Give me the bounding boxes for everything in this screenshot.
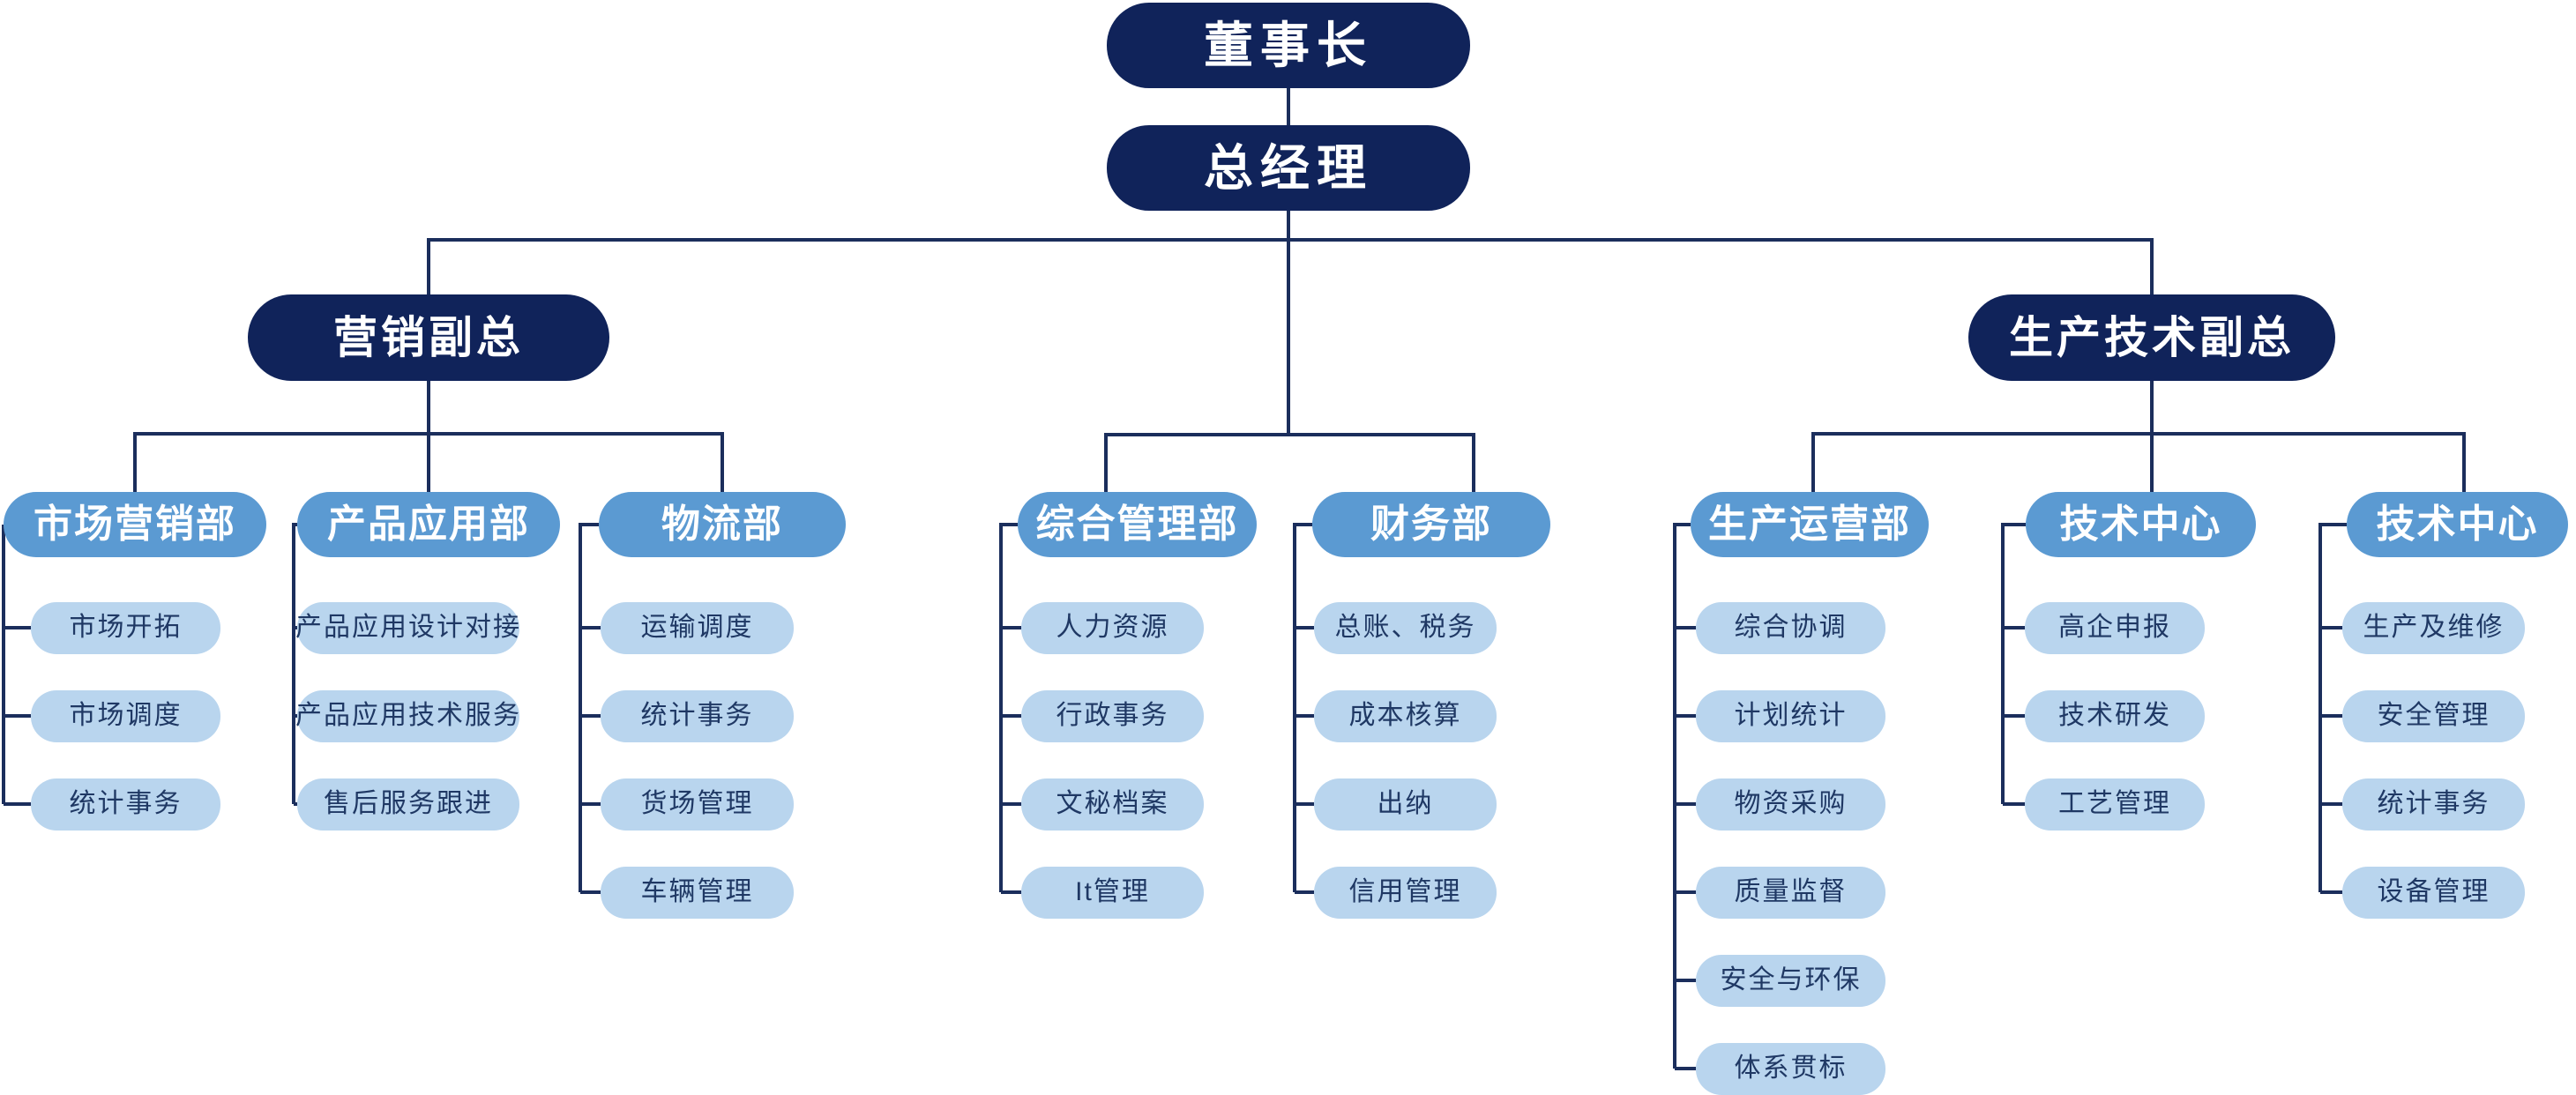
node-unit-logistics-2: 货场管理 (601, 778, 794, 831)
node-unit-finance-3: 信用管理 (1314, 866, 1497, 919)
node-unit-general-mgmt-0: 人力资源 (1021, 601, 1204, 654)
node-unit-logistics-0: 运输调度 (601, 601, 794, 654)
node-dept-marketing: 市场营销部 (4, 492, 266, 557)
node-dept-tech-center-2: 技术中心 (2347, 492, 2568, 557)
node-unit-production-ops-4: 安全与环保 (1696, 954, 1885, 1007)
connector-line (1673, 523, 1691, 1069)
connector-line (2318, 523, 2347, 892)
node-unit-production-ops-3: 质量监督 (1696, 866, 1885, 919)
node-dept-finance: 财务部 (1312, 492, 1550, 557)
node-unit-marketing-1: 市场调度 (31, 689, 220, 742)
connector-line (999, 523, 1018, 892)
node-unit-logistics-1: 统计事务 (601, 689, 794, 742)
node-unit-tech-center-2-1: 安全管理 (2342, 689, 2525, 742)
node-vp-production-tech: 生产技术副总 (1968, 294, 2335, 381)
connector-line (292, 523, 297, 804)
node-unit-product-app-2: 售后服务跟进 (297, 778, 519, 831)
node-unit-product-app-0: 产品应用设计对接 (295, 601, 519, 654)
node-general-manager: 总经理 (1107, 125, 1470, 211)
node-dept-logistics: 物流部 (599, 492, 846, 557)
node-unit-production-ops-0: 综合协调 (1696, 601, 1885, 654)
node-unit-production-ops-2: 物资采购 (1696, 778, 1885, 831)
node-unit-marketing-2: 统计事务 (31, 778, 220, 831)
node-dept-general-mgmt: 综合管理部 (1018, 492, 1257, 557)
node-unit-production-ops-5: 体系贯标 (1696, 1042, 1885, 1095)
connector-line (579, 523, 599, 892)
node-chairman: 董事长 (1107, 3, 1470, 88)
node-dept-product-app: 产品应用部 (297, 492, 560, 557)
node-unit-logistics-3: 车辆管理 (601, 866, 794, 919)
node-unit-product-app-1: 产品应用技术服务 (295, 689, 519, 742)
node-unit-tech-center-1-0: 高企申报 (2025, 601, 2205, 654)
node-unit-marketing-0: 市场开拓 (31, 601, 220, 654)
connector-line (1104, 433, 1475, 492)
node-unit-finance-1: 成本核算 (1314, 689, 1497, 742)
node-unit-tech-center-1-2: 工艺管理 (2025, 778, 2205, 831)
connector-line (1293, 523, 1312, 892)
node-unit-production-ops-1: 计划统计 (1696, 689, 1885, 742)
node-unit-tech-center-2-2: 统计事务 (2342, 778, 2525, 831)
node-unit-general-mgmt-1: 行政事务 (1021, 689, 1204, 742)
node-unit-finance-0: 总账、税务 (1314, 601, 1497, 654)
connector-line (2001, 523, 2026, 804)
node-unit-finance-2: 出纳 (1314, 778, 1497, 831)
connector-line (1811, 432, 2466, 492)
connector-line (427, 238, 2154, 294)
node-dept-production-ops: 生产运营部 (1691, 492, 1929, 557)
node-unit-tech-center-2-3: 设备管理 (2342, 866, 2525, 919)
node-unit-tech-center-1-1: 技术研发 (2025, 689, 2205, 742)
node-unit-general-mgmt-2: 文秘档案 (1021, 778, 1204, 831)
node-unit-tech-center-2-0: 生产及维修 (2342, 601, 2525, 654)
node-vp-marketing: 营销副总 (248, 294, 609, 381)
node-dept-tech-center-1: 技术中心 (2026, 492, 2256, 557)
node-unit-general-mgmt-3: It管理 (1021, 866, 1204, 919)
connector-line (133, 432, 724, 492)
